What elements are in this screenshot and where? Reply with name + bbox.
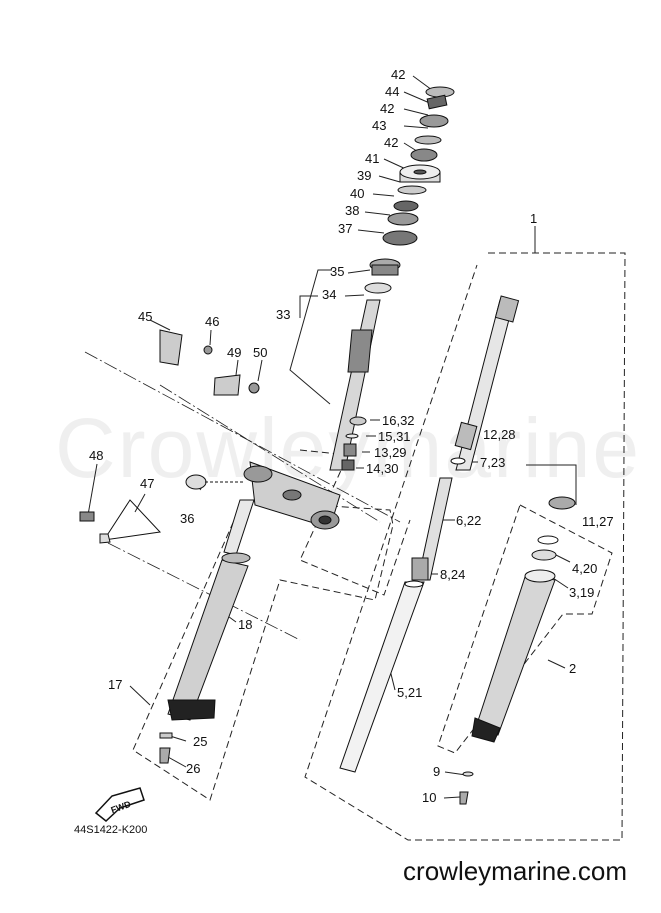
callout-label: 3,19	[569, 585, 594, 600]
bolt-36	[185, 474, 245, 490]
callout-label: 49	[227, 345, 241, 360]
callout-label: 1	[530, 211, 537, 226]
right-fork-inner	[339, 295, 520, 773]
callout-label: 5,21	[397, 685, 422, 700]
callout-label: 16,32	[382, 413, 415, 428]
center-lines	[84, 351, 401, 641]
callout-label: 10	[422, 790, 436, 805]
callout-label: 12,28	[483, 427, 516, 442]
callout-label: 6,22	[456, 513, 481, 528]
callout-label: 41	[365, 151, 379, 166]
upper-small-parts	[341, 416, 367, 471]
callout-label: 2	[569, 661, 576, 676]
dashed-boundaries	[132, 252, 626, 841]
callout-label: 33	[276, 307, 290, 322]
callout-label: 8,24	[440, 567, 465, 582]
callout-label: 9	[433, 764, 440, 779]
callout-label: 7,23	[480, 455, 505, 470]
callout-label: 15,31	[378, 429, 411, 444]
callout-label: 17	[108, 677, 122, 692]
callout-label: 40	[350, 186, 364, 201]
callout-label: 13,29	[374, 445, 407, 460]
callout-label: 35	[330, 264, 344, 279]
bracket-47-48	[79, 499, 162, 544]
callout-label: 11,27	[582, 514, 614, 529]
callout-label: 26	[186, 761, 200, 776]
left-fork	[159, 499, 255, 764]
callout-label: 48	[89, 448, 103, 463]
callout-label: 36	[180, 511, 194, 526]
steering-stem	[243, 299, 381, 530]
clips-45-50	[159, 329, 260, 396]
callout-label: 4,20	[572, 561, 597, 576]
callout-label: 14,30	[366, 461, 399, 476]
callout-label: 25	[193, 734, 207, 749]
footer-url[interactable]: crowleymarine.com	[403, 856, 627, 886]
callout-label: 39	[357, 168, 371, 183]
callout-label: 47	[140, 476, 154, 491]
callout-label: 44	[385, 84, 399, 99]
callout-label: 18	[238, 617, 252, 632]
callout-label: 42	[391, 67, 405, 82]
callout-label: 43	[372, 118, 386, 133]
callout-label: 50	[253, 345, 267, 360]
callout-label: 42	[384, 135, 398, 150]
diagram-code: 44S1422-K200	[74, 824, 148, 836]
callout-label: 42	[380, 101, 394, 116]
right-outer-tube	[459, 496, 576, 805]
callout-labels: 1 2 3,19 4,20 5,21 6,22 7,23 8,24 9 10 1…	[89, 67, 614, 805]
callout-label: 46	[205, 314, 219, 329]
callout-label: 38	[345, 203, 359, 218]
callout-label: 37	[338, 221, 352, 236]
fwd-arrow-icon: FWD	[94, 787, 145, 822]
steering-head-stack	[364, 86, 455, 294]
callout-label: 34	[322, 287, 336, 302]
callout-label: 45	[138, 309, 152, 324]
